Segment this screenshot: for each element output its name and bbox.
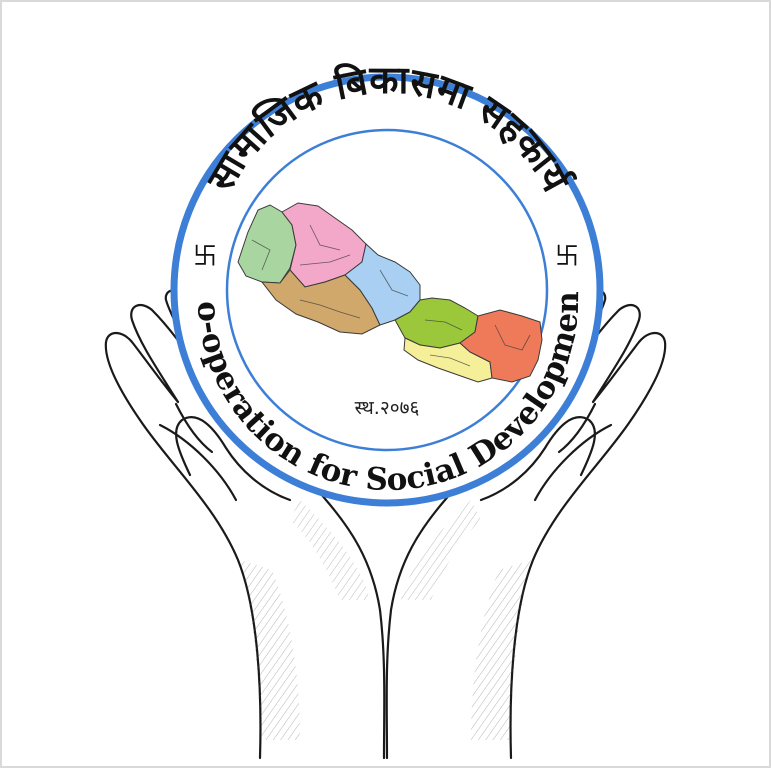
outer-blue-ring (170, 73, 604, 507)
swastika-left-icon: 卐 (193, 242, 217, 270)
established-year: स्थ.२०७६ (355, 397, 420, 419)
nepal-map-icon (237, 202, 543, 383)
inner-blue-ring (225, 128, 549, 452)
swastika-right-icon: 卐 (555, 242, 579, 270)
